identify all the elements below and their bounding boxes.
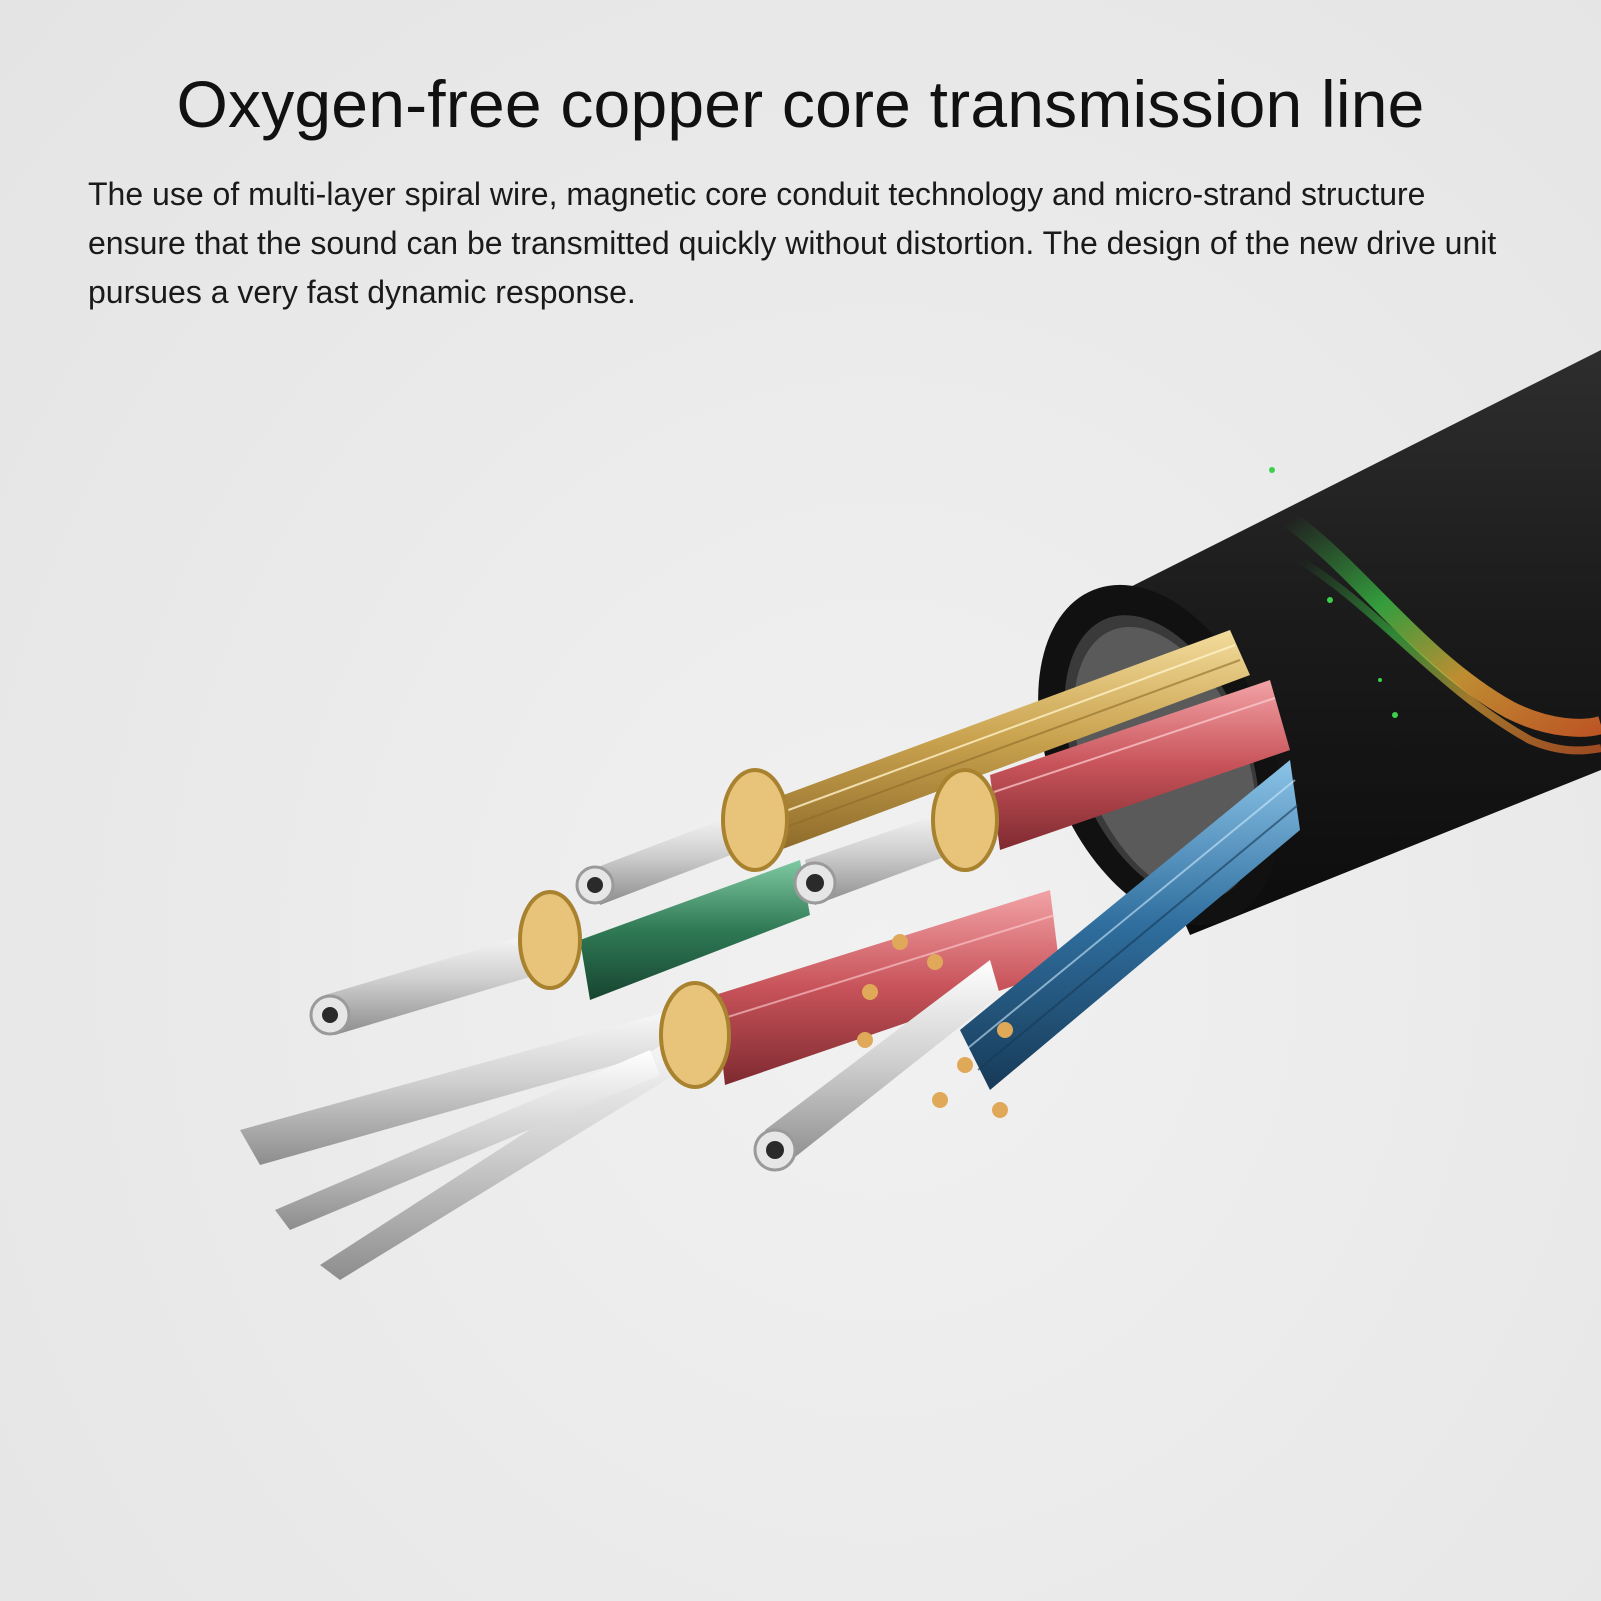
cable-jacket — [1038, 350, 1601, 935]
red-strand-bundle-upper — [990, 680, 1290, 850]
gold-strand-bundle — [770, 630, 1250, 850]
strand-ends — [309, 861, 837, 1172]
red-strand-bundle-lower — [715, 890, 1060, 1085]
green-strand-bundle — [580, 860, 810, 1000]
blue-strand-bundle — [960, 760, 1300, 1090]
silver-strand-tips — [240, 800, 1000, 1280]
headline: Oxygen-free copper core transmission lin… — [176, 67, 1425, 141]
wire-tips — [857, 934, 1013, 1118]
description-text: The use of multi-layer spiral wire, magn… — [88, 176, 1497, 310]
cable-cross-section-illustration — [240, 350, 1601, 1280]
gold-crimp-rings — [518, 768, 999, 1089]
